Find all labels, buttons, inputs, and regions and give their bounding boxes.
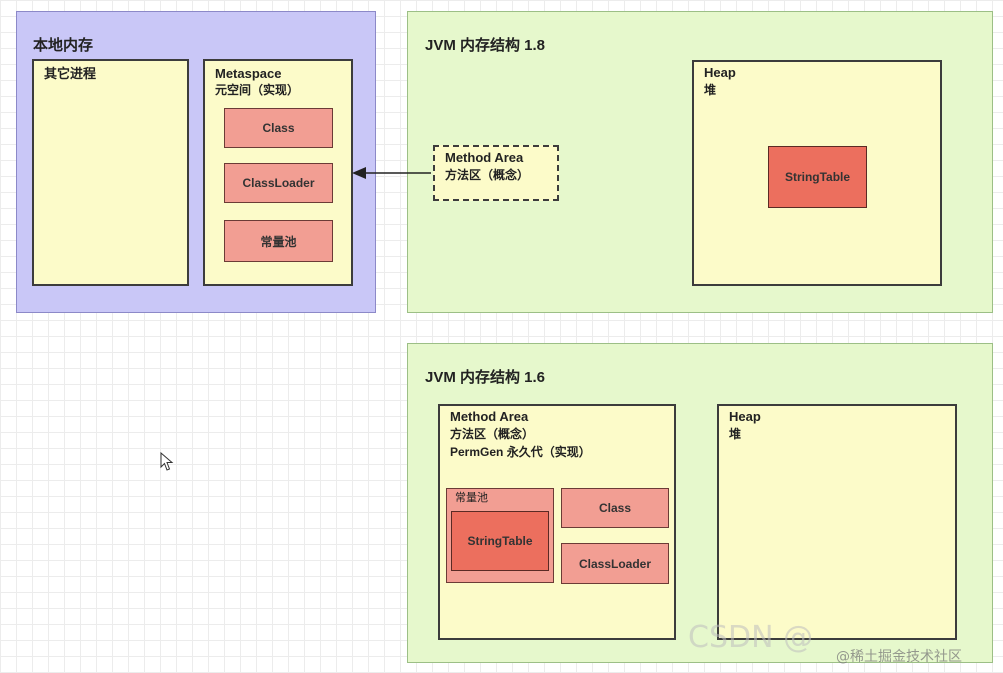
jvm16-method-area-label: Method Area	[450, 409, 529, 424]
metaspace-subtitle: 元空间（实现）	[215, 83, 300, 97]
jvm16-heap-label: Heap	[729, 409, 761, 424]
mouse-cursor-icon	[160, 452, 174, 471]
jvm18-title: JVM 内存结构 1.8	[425, 37, 546, 54]
jvm18-heap-box: Heap 堆 StringTable	[692, 60, 942, 286]
metaspace-classloader-chip: ClassLoader	[224, 163, 333, 203]
jvm18-method-area-label: Method Area	[445, 150, 524, 165]
jvm18-method-area-subtitle: 方法区（概念）	[445, 168, 530, 182]
jvm18-method-area-box: Method Area 方法区（概念）	[433, 145, 559, 201]
native-memory-region: 本地内存 其它进程 Metaspace 元空间（实现） Class ClassL…	[16, 11, 376, 313]
jvm18-region: JVM 内存结构 1.8 Method Area 方法区（概念） Heap 堆 …	[407, 11, 993, 313]
other-process-label: 其它进程	[44, 66, 97, 81]
jvm16-class-chip: Class	[561, 488, 669, 528]
metaspace-label: Metaspace	[215, 66, 282, 81]
juejin-watermark: @稀土掘金技术社区	[836, 649, 962, 665]
metaspace-class-chip: Class	[224, 108, 333, 148]
csdn-watermark: CSDN @	[688, 620, 814, 655]
jvm16-heap-box: Heap 堆	[717, 404, 957, 640]
jvm16-permgen-label: PermGen 永久代（实现）	[450, 445, 591, 459]
jvm18-heap-label: Heap	[704, 65, 736, 80]
jvm18-string-table-chip: StringTable	[768, 146, 867, 208]
jvm16-method-area-box: Method Area 方法区（概念） PermGen 永久代（实现） 常量池 …	[438, 404, 676, 640]
jvm16-constant-pool-label: 常量池	[455, 492, 488, 504]
jvm16-string-table-chip: StringTable	[451, 511, 549, 571]
jvm16-classloader-chip: ClassLoader	[561, 543, 669, 584]
jvm16-title: JVM 内存结构 1.6	[425, 369, 546, 386]
jvm16-heap-subtitle: 堆	[729, 427, 742, 441]
jvm16-constant-pool-box: 常量池 StringTable	[446, 488, 554, 583]
jvm16-region: JVM 内存结构 1.6 Method Area 方法区（概念） PermGen…	[407, 343, 993, 663]
jvm16-method-area-line2: 方法区（概念）	[450, 427, 535, 441]
jvm18-heap-subtitle: 堆	[704, 83, 717, 97]
metaspace-constant-pool-chip: 常量池	[224, 220, 333, 262]
other-process-box: 其它进程	[32, 59, 189, 286]
metaspace-box: Metaspace 元空间（实现） Class ClassLoader 常量池	[203, 59, 353, 286]
native-memory-title: 本地内存	[33, 37, 94, 54]
